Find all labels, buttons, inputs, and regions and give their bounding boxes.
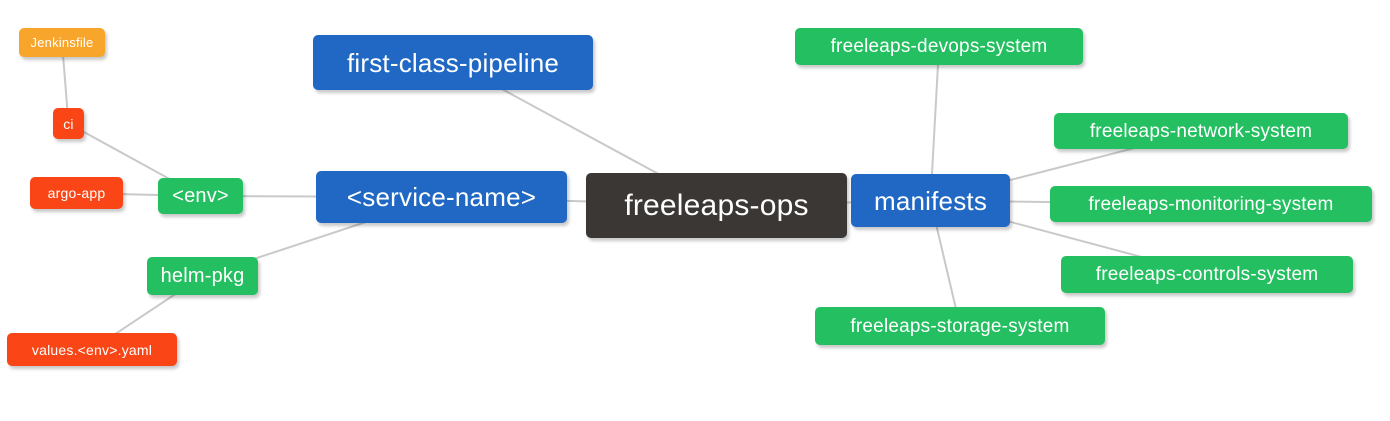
- mindmap-node-freeleaps-storage-system[interactable]: freeleaps-storage-system: [815, 307, 1105, 345]
- mindmap-node-helm-pkg[interactable]: helm-pkg: [147, 257, 258, 295]
- mindmap-node-freeleaps-network-system[interactable]: freeleaps-network-system: [1054, 113, 1348, 149]
- mindmap-node-freeleaps-ops[interactable]: freeleaps-ops: [586, 173, 847, 238]
- mindmap-node-jenkinsfile[interactable]: Jenkinsfile: [19, 28, 105, 57]
- mindmap-node-freeleaps-monitoring-system[interactable]: freeleaps-monitoring-system: [1050, 186, 1372, 222]
- mindmap-node-first-class-pipeline[interactable]: first-class-pipeline: [313, 35, 593, 90]
- mindmap-node-freeleaps-devops-system[interactable]: freeleaps-devops-system: [795, 28, 1083, 65]
- mindmap-node-service-name[interactable]: <service-name>: [316, 171, 567, 223]
- mindmap-node-freeleaps-controls-system[interactable]: freeleaps-controls-system: [1061, 256, 1353, 293]
- mindmap-node-env[interactable]: <env>: [158, 178, 243, 214]
- mindmap-node-argo-app[interactable]: argo-app: [30, 177, 123, 209]
- mindmap-node-manifests[interactable]: manifests: [851, 174, 1010, 227]
- mindmap-node-values-env-yaml[interactable]: values.<env>.yaml: [7, 333, 177, 366]
- mindmap-node-ci[interactable]: ci: [53, 108, 84, 139]
